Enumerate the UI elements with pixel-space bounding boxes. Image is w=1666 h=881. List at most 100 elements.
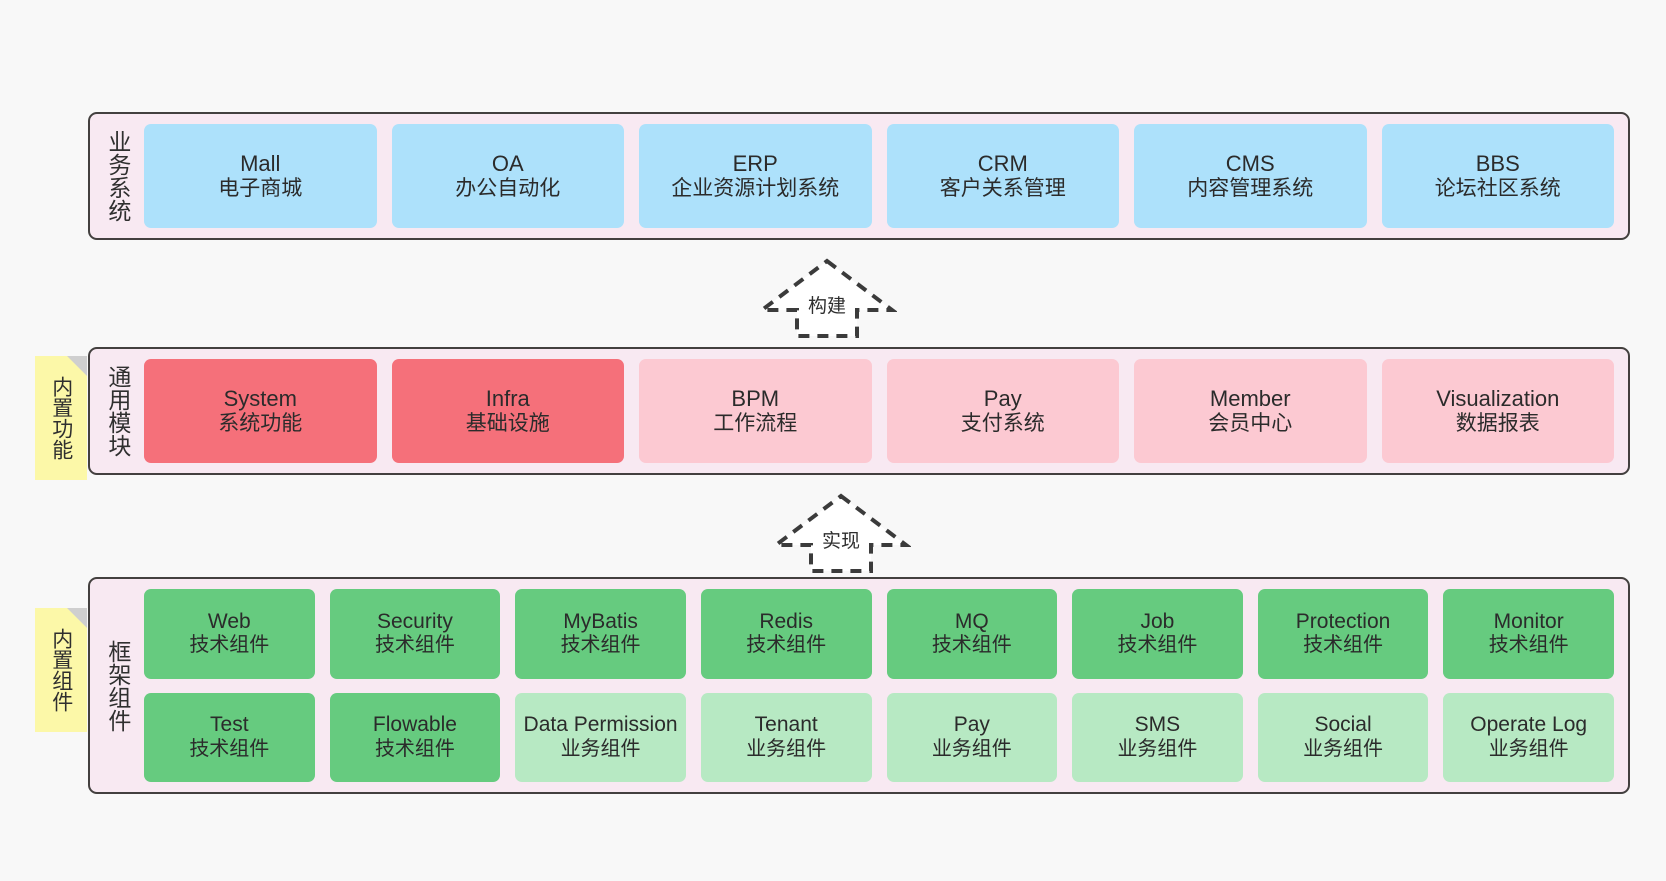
framework-node-operate-log[interactable]: Operate Log 业务组件 <box>1443 692 1614 782</box>
node-title-cn: 技术组件 <box>746 634 827 657</box>
node-title-en: Tenant <box>754 713 818 737</box>
node-title-cn: 论坛社区系统 <box>1434 176 1561 200</box>
node-title-en: Mall <box>240 150 281 176</box>
framework-node-flowable[interactable]: Flowable 技术组件 <box>329 692 501 782</box>
node-title-en: Data Permission <box>523 713 678 737</box>
note-text: 内置组件 <box>49 628 73 712</box>
note-builtin-features: 内置功能 <box>35 356 87 480</box>
node-title-en: System <box>223 385 297 411</box>
node-title-en: BPM <box>731 385 780 411</box>
node-title-en: Infra <box>485 385 530 411</box>
module-node-system[interactable]: System 系统功能 <box>144 359 377 463</box>
framework-node-sms[interactable]: SMS 业务组件 <box>1072 692 1243 782</box>
node-title-cn: 内容管理系统 <box>1187 176 1314 200</box>
connector-build-arrow <box>757 256 897 340</box>
business-node-oa[interactable]: OA 办公自动化 <box>391 124 624 228</box>
layer-common-modules: 通用模块 System 系统功能 Infra 基础设施 BPM 工作流程 Pay… <box>88 347 1630 475</box>
framework-node-web[interactable]: Web 技术组件 <box>144 589 315 679</box>
node-title-cn: 客户关系管理 <box>939 176 1066 200</box>
node-title-en: Pay <box>983 385 1022 411</box>
module-node-bpm[interactable]: BPM 工作流程 <box>639 359 872 463</box>
layer-business-title: 业务系统 <box>104 130 131 222</box>
node-title-en: Security <box>377 609 453 633</box>
node-title-cn: 技术组件 <box>1488 634 1569 657</box>
note-text: 内置功能 <box>49 376 73 460</box>
node-title-en: Redis <box>759 609 814 633</box>
framework-node-data-permission[interactable]: Data Permission 业务组件 <box>515 692 686 782</box>
module-node-infra[interactable]: Infra 基础设施 <box>391 359 624 463</box>
node-title-en: Job <box>1140 609 1175 633</box>
node-title-en: Protection <box>1295 609 1391 633</box>
node-title-cn: 技术组件 <box>189 634 270 657</box>
framework-node-social[interactable]: Social 业务组件 <box>1257 692 1429 782</box>
module-node-visualization[interactable]: Visualization 数据报表 <box>1381 359 1614 463</box>
node-title-cn: 业务组件 <box>1488 737 1569 760</box>
framework-node-grid: Web 技术组件 Security 技术组件 MyBatis 技术组件 Redi… <box>144 589 1614 782</box>
node-title-cn: 工作流程 <box>713 411 798 435</box>
node-title-cn: 技术组件 <box>560 634 641 657</box>
business-node-crm[interactable]: CRM 客户关系管理 <box>886 124 1119 228</box>
layer-business-system: 业务系统 Mall 电子商城 OA 办公自动化 ERP 企业资源计划系统 CRM… <box>88 112 1630 240</box>
node-title-cn: 电子商城 <box>218 176 303 200</box>
node-title-cn: 技术组件 <box>374 737 455 760</box>
connector-implement-arrow <box>771 491 911 575</box>
module-node-member[interactable]: Member 会员中心 <box>1134 359 1367 463</box>
business-node-bbs[interactable]: BBS 论坛社区系统 <box>1381 124 1614 228</box>
node-title-cn: 基础设施 <box>465 411 550 435</box>
node-title-cn: 业务组件 <box>746 737 827 760</box>
layer-framework-components: 框架组件 Web 技术组件 Security 技术组件 MyBatis 技术组件… <box>88 577 1630 794</box>
node-title-cn: 会员中心 <box>1208 411 1293 435</box>
node-title-en: Web <box>207 609 251 633</box>
framework-node-pay[interactable]: Pay 业务组件 <box>886 692 1058 782</box>
node-title-en: Member <box>1209 385 1291 411</box>
node-title-en: ERP <box>732 150 778 176</box>
node-title-en: CRM <box>977 150 1028 176</box>
business-node-erp[interactable]: ERP 企业资源计划系统 <box>639 124 872 228</box>
framework-node-monitor[interactable]: Monitor 技术组件 <box>1443 589 1614 679</box>
node-title-cn: 数据报表 <box>1455 411 1540 435</box>
framework-node-mq[interactable]: MQ 技术组件 <box>886 589 1058 679</box>
node-title-cn: 支付系统 <box>960 411 1045 435</box>
connector-build-label: 构建 <box>808 296 847 317</box>
node-title-en: Operate Log <box>1470 713 1588 737</box>
framework-node-tenant[interactable]: Tenant 业务组件 <box>700 692 872 782</box>
node-title-cn: 企业资源计划系统 <box>671 176 840 200</box>
node-title-cn: 业务组件 <box>1117 737 1198 760</box>
layer-modules-title: 通用模块 <box>104 365 131 457</box>
node-title-en: OA <box>491 150 524 176</box>
node-title-en: MQ <box>954 609 989 633</box>
node-title-cn: 系统功能 <box>218 411 303 435</box>
node-title-cn: 办公自动化 <box>455 176 561 200</box>
node-title-cn: 业务组件 <box>560 737 641 760</box>
framework-node-protection[interactable]: Protection 技术组件 <box>1257 589 1429 679</box>
node-title-en: Monitor <box>1493 609 1564 633</box>
module-node-pay[interactable]: Pay 支付系统 <box>886 359 1119 463</box>
node-title-en: Pay <box>953 713 990 737</box>
node-title-cn: 技术组件 <box>931 634 1012 657</box>
framework-node-security[interactable]: Security 技术组件 <box>329 589 501 679</box>
connector-implement-label: 实现 <box>822 531 861 552</box>
framework-node-redis[interactable]: Redis 技术组件 <box>700 589 872 679</box>
note-builtin-components: 内置组件 <box>35 608 87 732</box>
node-title-cn: 技术组件 <box>1117 634 1198 657</box>
framework-node-test[interactable]: Test 技术组件 <box>144 692 315 782</box>
node-title-cn: 技术组件 <box>189 737 270 760</box>
framework-row-business: Test 技术组件 Flowable 技术组件 Data Permission … <box>144 692 1614 782</box>
business-node-list: Mall 电子商城 OA 办公自动化 ERP 企业资源计划系统 CRM 客户关系… <box>144 124 1614 228</box>
framework-node-mybatis[interactable]: MyBatis 技术组件 <box>515 589 686 679</box>
node-title-cn: 业务组件 <box>931 737 1012 760</box>
node-title-en: Visualization <box>1436 385 1560 411</box>
node-title-en: SMS <box>1134 713 1181 737</box>
node-title-en: MyBatis <box>563 609 638 633</box>
business-node-cms[interactable]: CMS 内容管理系统 <box>1134 124 1367 228</box>
framework-row-tech: Web 技术组件 Security 技术组件 MyBatis 技术组件 Redi… <box>144 589 1614 679</box>
node-title-en: CMS <box>1225 150 1275 176</box>
node-title-cn: 业务组件 <box>1303 737 1384 760</box>
node-title-en: Test <box>210 713 249 737</box>
node-title-en: BBS <box>1475 150 1520 176</box>
framework-node-job[interactable]: Job 技术组件 <box>1072 589 1243 679</box>
business-node-mall[interactable]: Mall 电子商城 <box>144 124 377 228</box>
node-title-en: Social <box>1314 713 1372 737</box>
node-title-en: Flowable <box>372 713 457 737</box>
